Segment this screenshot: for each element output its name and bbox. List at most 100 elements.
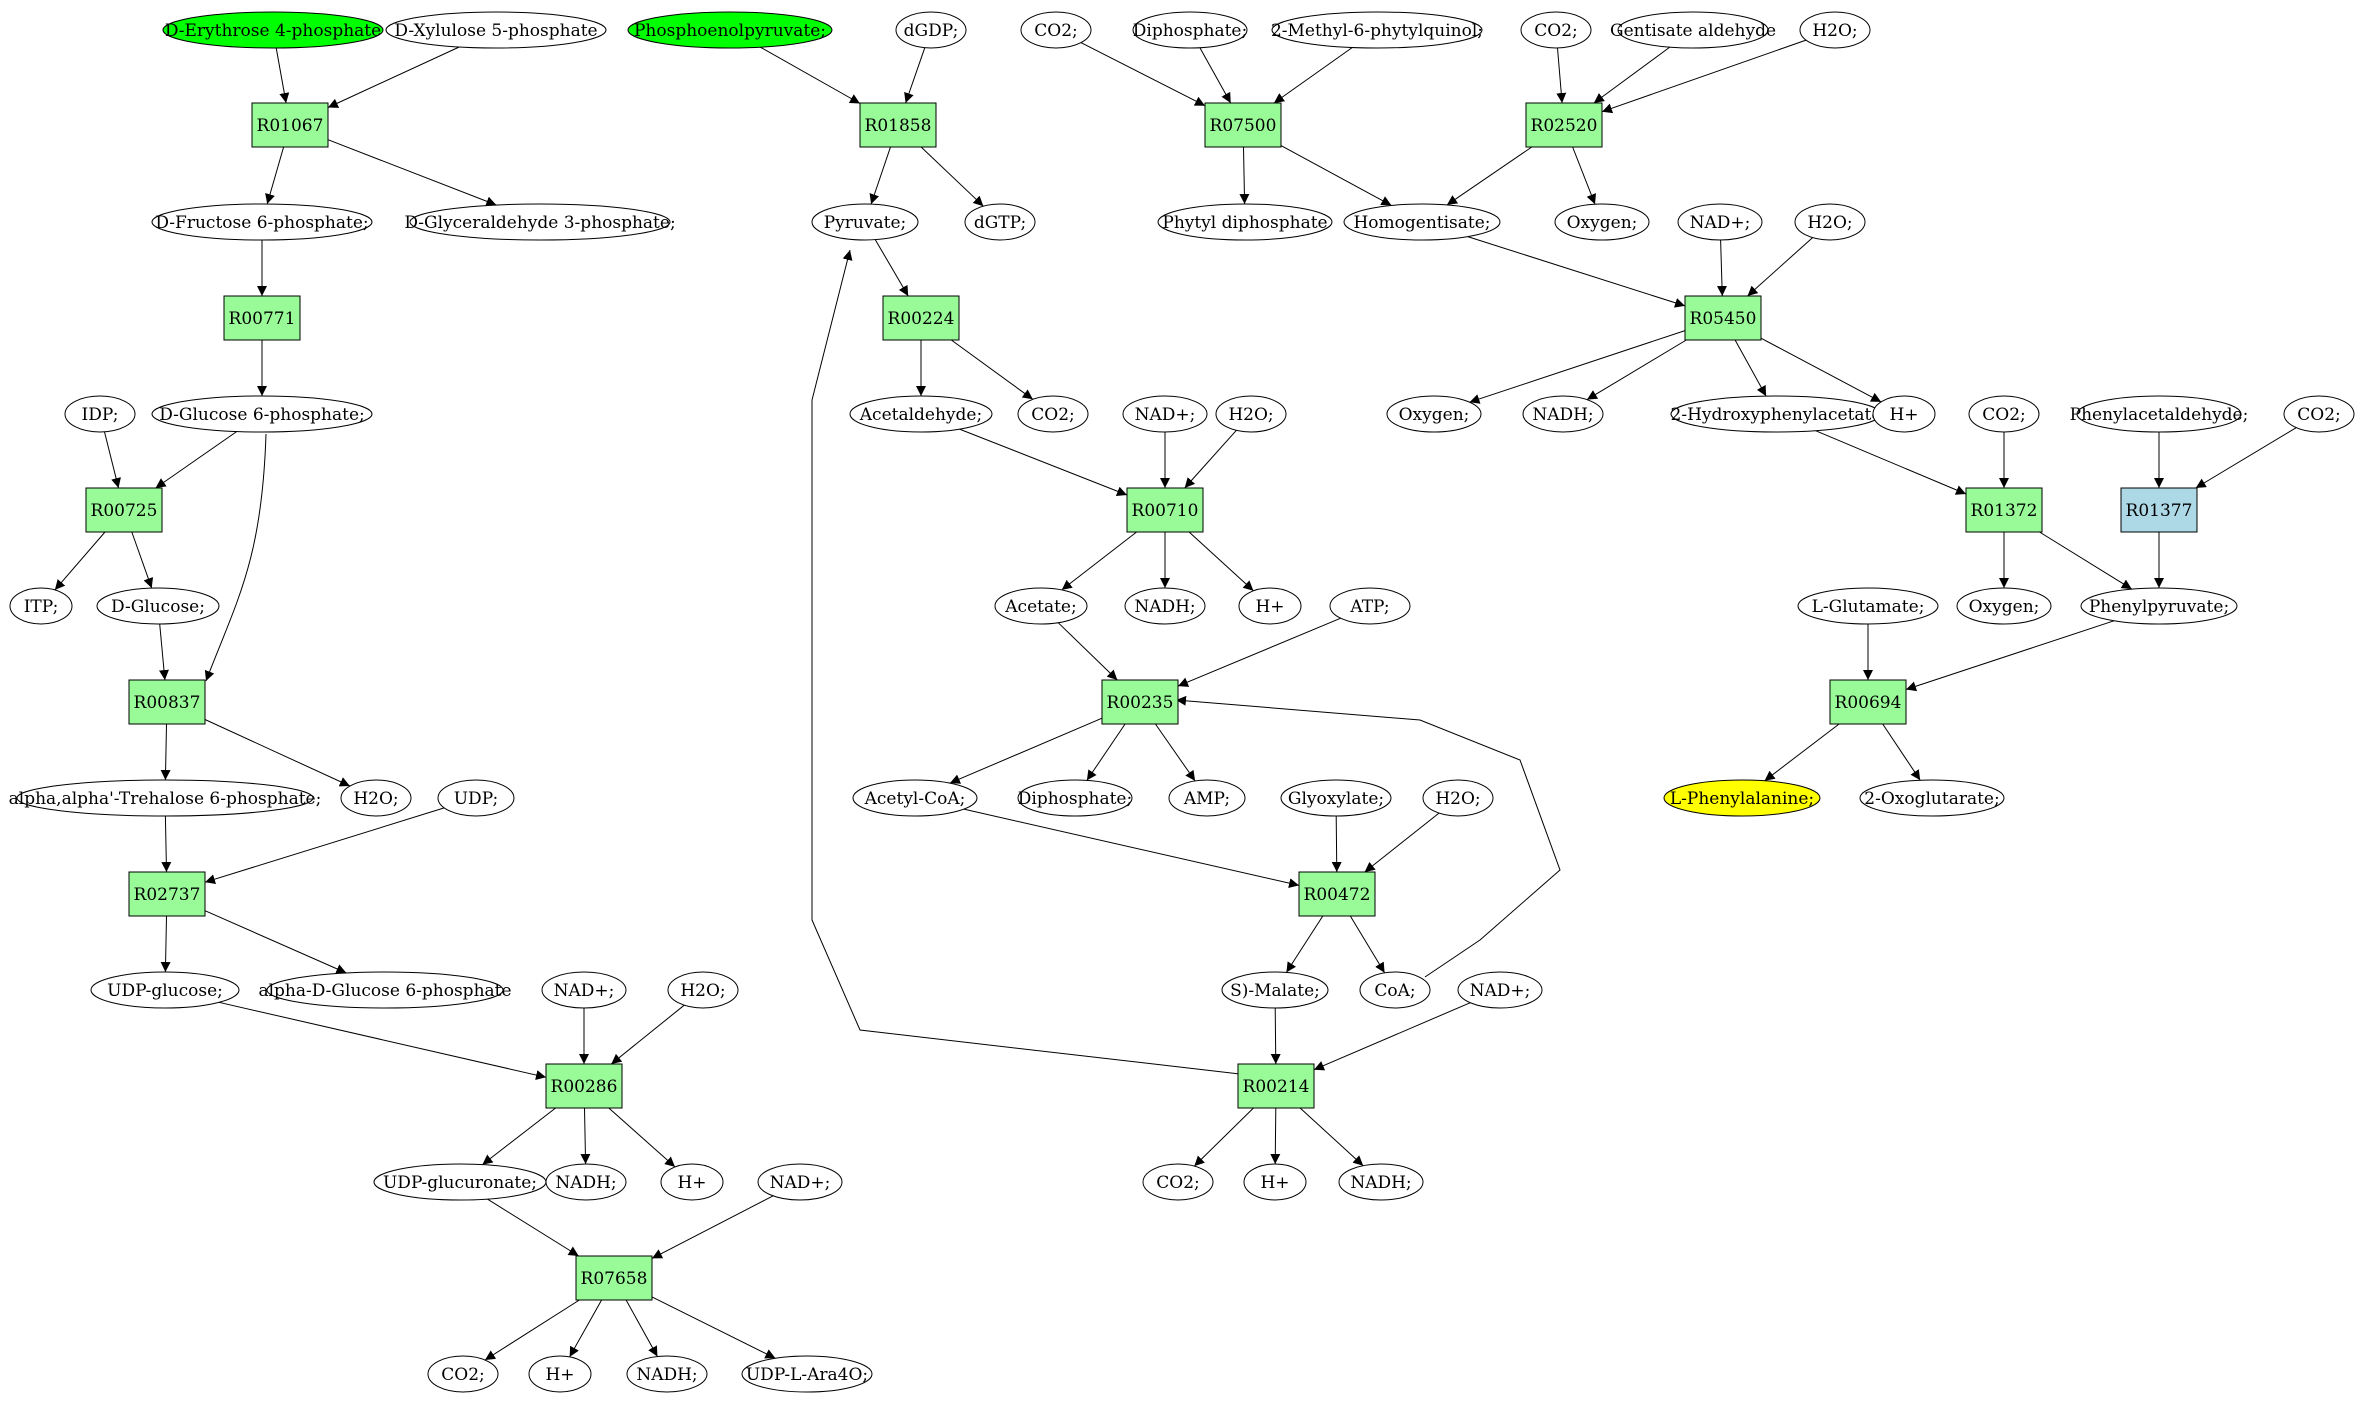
metabolite-label: CO2; [441,1365,485,1385]
edge-r11-c37 [1086,723,1126,781]
metabolite-ellipse [1956,587,2052,625]
edge-c1-r1 [275,47,290,104]
metabolite-node-c58: Oxygen; [1386,395,1482,433]
metabolite-node-c21: H+ [528,1355,592,1393]
edge-c6-r4 [204,433,267,682]
metabolite-ellipse [1122,395,1208,433]
metabolite-node-c56: NAD+; [1677,203,1763,241]
metabolite-node-c4: D-Glyceraldehyde 3-phosphate; [404,203,676,241]
edge-r19-c68 [1764,723,1840,782]
metabolite-node-c15: H2O; [667,971,739,1009]
metabolite-node-c24: Phosphoenolpyruvate; [627,11,833,49]
metabolite-node-c47: CO2; [1020,11,1092,49]
metabolite-ellipse [1522,395,1604,433]
reaction-label: R01377 [2126,501,2193,521]
metabolite-label: S)-Malate; [1230,981,1320,1001]
edge-r9-c29 [951,339,1034,400]
metabolite-label: UDP-glucuronate; [383,1173,537,1193]
metabolite-label: D-Erythrose 4-phosphate [165,21,381,41]
edge-c32-r11 [1057,622,1118,681]
edge-c54-r16 [1467,236,1686,308]
reaction-node-r4: R00837 [128,679,206,725]
metabolite-node-c7: ITP; [9,587,73,625]
metabolite-label: H+ [1889,405,1918,425]
edge-c67-r19 [1905,620,2115,692]
reaction-box [85,487,163,533]
edge-r15-c54 [1446,146,1533,206]
edge-c51-r15 [1556,47,1567,104]
reaction-node-r8: R01858 [859,102,937,148]
reaction-node-r12: R00472 [1298,871,1376,917]
metabolite-node-c20: CO2; [427,1355,499,1393]
metabolite-node-c26: Pyruvate; [811,203,919,241]
reaction-box [1101,679,1179,725]
metabolite-node-c46: NADH; [1338,1163,1424,1201]
reaction-box [882,295,960,341]
edge-r8-c26 [869,146,891,205]
metabolite-node-c14: NAD+; [541,971,627,1009]
metabolite-node-c23: UDP-L-Ara4O; [741,1355,873,1393]
metabolite-label: Oxygen; [1969,597,2040,617]
metabolite-ellipse [2283,395,2355,433]
metabolite-node-c60: 2-Hydroxyphenylacetate [1670,395,1882,433]
edge-r15-c55 [1572,146,1597,205]
metabolite-node-c28: Acetaldehyde; [849,395,993,433]
metabolite-label: dGTP; [974,213,1026,233]
reaction-box [2120,487,2198,533]
metabolite-node-c33: NADH; [1124,587,1206,625]
metabolite-ellipse [1017,779,1133,817]
metabolite-label: NADH; [1134,597,1195,617]
metabolite-ellipse [626,1355,708,1393]
metabolite-node-c41: S)-Malate; [1221,971,1329,1009]
metabolite-label: Phenylpyruvate; [2089,597,2229,617]
edge-r6-c16 [482,1107,556,1165]
metabolite-ellipse [2076,395,2242,433]
metabolite-node-c64: CO2; [2283,395,2355,433]
metabolite-label: NADH; [636,1365,697,1385]
metabolite-label: Acetate; [1004,597,1076,617]
edge-c28-r10 [959,428,1128,496]
metabolite-label: CO2; [1034,21,1078,41]
reaction-node-r13: R00214 [1237,1063,1315,1109]
edge-r10-c32 [1061,531,1137,591]
edge-c19-r7 [651,1195,774,1259]
metabolite-label: AMP; [1183,789,1230,809]
reaction-label: R02737 [134,885,201,905]
reaction-box [1965,487,2043,533]
metabolite-ellipse [1663,779,1821,817]
reaction-box [859,102,937,148]
edge-r7-c23 [651,1296,776,1359]
metabolite-label: CO2; [1156,1173,1200,1193]
metabolite-ellipse [151,395,373,433]
reaction-label: R00694 [1835,693,1902,713]
edge-r7-c22 [625,1299,658,1357]
reaction-box [251,102,329,148]
edge-c40-r12 [1364,812,1440,873]
metabolite-ellipse [1343,203,1501,241]
edge-c9-r5 [161,815,172,873]
metabolite-label: D-Glucose; [111,597,205,617]
metabolite-ellipse [1132,11,1248,49]
metabolite-ellipse [409,203,671,241]
edge-c47-r14 [1080,42,1206,107]
edge-c16-r7 [487,1198,579,1257]
edge-r13-c46 [1299,1107,1364,1167]
metabolite-label: H+ [1255,597,1284,617]
reaction-node-r5: R02737 [128,871,206,917]
edge-c26-r9 [874,239,909,297]
metabolite-node-c5: IDP; [64,395,136,433]
reaction-node-r14: R07500 [1204,102,1282,148]
metabolite-label: Acetaldehyde; [859,405,982,425]
reaction-label: R00725 [91,501,158,521]
metabolite-label: Phenylacetaldehyde; [2070,405,2249,425]
metabolite-ellipse [741,1355,873,1393]
metabolite-label: Oxygen; [1567,213,1638,233]
metabolite-node-c68: L-Phenylalanine; [1663,779,1821,817]
edge-r11-c36 [949,717,1103,784]
reaction-label: R02520 [1531,116,1598,136]
edge-r7-c21 [569,1299,603,1358]
reaction-label: R01067 [257,116,324,136]
metabolite-label: UDP-L-Ara4O; [746,1365,868,1385]
metabolite-node-c67: Phenylpyruvate; [2080,587,2238,625]
metabolite-ellipse [667,971,739,1009]
